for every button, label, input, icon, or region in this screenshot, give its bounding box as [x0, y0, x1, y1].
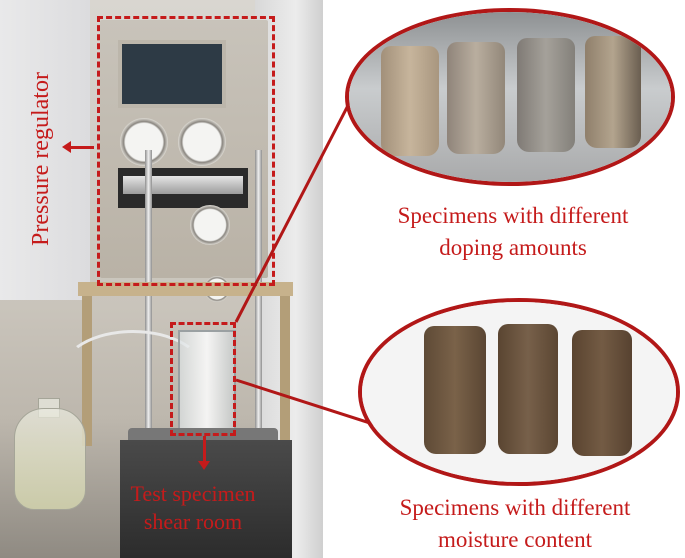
loading-base	[120, 440, 292, 558]
doping-label: Specimens with different doping amounts	[348, 200, 678, 264]
doping-specimen-3	[517, 38, 575, 152]
doping-label-line2: doping amounts	[439, 235, 587, 260]
doping-specimen-1	[381, 46, 439, 156]
doping-label-line1: Specimens with different	[397, 203, 629, 228]
moisture-label: Specimens with different moisture conten…	[345, 492, 685, 556]
moisture-specimen-3	[572, 330, 632, 456]
pressure-gauge-right	[178, 118, 226, 166]
doping-specimens-ellipse	[345, 8, 675, 186]
water-bottle	[14, 408, 86, 510]
doping-specimen-2	[447, 42, 505, 154]
test-specimen-line2: shear room	[143, 509, 243, 534]
crossbeam	[123, 176, 243, 194]
moisture-label-line1: Specimens with different	[399, 495, 631, 520]
down-arrow	[198, 436, 210, 470]
pressure-cell	[178, 330, 236, 438]
moisture-specimens-ellipse	[358, 298, 680, 486]
left-arrow	[62, 141, 94, 153]
hose	[60, 330, 206, 416]
pressure-gauge-left	[120, 118, 168, 166]
table-leg-right	[280, 296, 290, 446]
right-rod	[255, 150, 262, 450]
moisture-specimen-2	[498, 324, 558, 454]
moisture-label-line2: moisture content	[438, 527, 592, 552]
apparatus-photo	[0, 0, 323, 558]
dial-gauge-top	[190, 205, 230, 245]
left-rod	[145, 150, 152, 450]
pressure-regulator-box	[97, 16, 275, 286]
moisture-specimen-1	[424, 326, 486, 454]
test-specimen-line1: Test specimen	[130, 481, 256, 506]
background-window	[0, 0, 90, 300]
connector-top	[234, 89, 358, 323]
control-screen	[118, 40, 226, 108]
test-specimen-label: Test specimen shear room	[108, 480, 278, 536]
doping-specimen-4	[585, 36, 641, 148]
shear-room-box	[170, 322, 236, 436]
